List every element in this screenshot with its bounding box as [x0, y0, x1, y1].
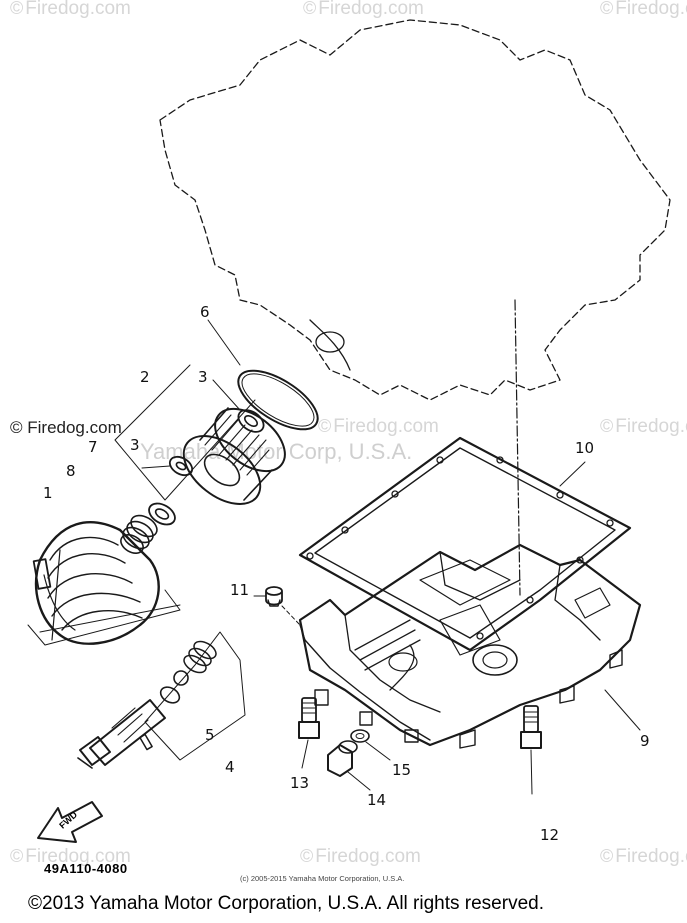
part-number: 49A110-4080: [44, 861, 128, 876]
union-bolt: [77, 699, 166, 769]
copyright-notice: ©2013 Yamaha Motor Corporation, U.S.A. A…: [28, 893, 544, 914]
callout-14: 14: [367, 791, 387, 809]
o-ring-5: [159, 686, 181, 704]
fwd-arrow: [37, 801, 103, 843]
callout-5: 5: [205, 726, 215, 744]
callout-2: 2: [140, 368, 150, 386]
callout-3-lower: 3: [130, 436, 140, 454]
watermark-middle-center: ©Firedog.com: [318, 416, 439, 437]
filter-cover: [32, 521, 160, 645]
callout-13: 13: [290, 774, 310, 792]
washer-7: [148, 502, 176, 526]
callout-8: 8: [66, 462, 76, 480]
small-copyright: (c) 2005-2015 Yamaha Motor Corporation, …: [240, 874, 405, 883]
watermark-bottom-right: ©Firedog.com: [600, 846, 687, 867]
callout-10: 10: [575, 439, 595, 457]
callout-3-upper: 3: [198, 368, 208, 386]
watermark-top-left: ©Firedog.com: [10, 0, 131, 19]
drain-plug: [327, 740, 358, 777]
watermark-middle-right: ©Firedog.com: [600, 416, 687, 437]
callout-4: 4: [225, 758, 235, 776]
callout-11: 11: [230, 581, 250, 599]
o-ring-6: [237, 369, 319, 431]
watermark-bottom-center: ©Firedog.com: [300, 846, 421, 867]
callout-6: 6: [200, 303, 210, 321]
oil-pan-gasket: [298, 436, 632, 652]
callout-12: 12: [540, 826, 560, 844]
gasket-15: [350, 729, 370, 743]
watermark-top-right: ©Firedog.com: [600, 0, 687, 19]
firedog-overlay-label: © Firedog.com: [10, 418, 122, 437]
relief-spring: [183, 640, 217, 674]
oil-filter-element: [182, 407, 286, 505]
engine-outline: [159, 19, 671, 401]
ball: [173, 670, 189, 686]
plug-11: [265, 586, 283, 607]
washer-3-lower: [168, 455, 194, 477]
callout-7: 7: [88, 438, 98, 456]
spring-8: [120, 514, 158, 554]
bolt-13: [298, 697, 320, 739]
callout-1: 1: [43, 484, 53, 502]
watermark-bottom-left: ©Firedog.com: [10, 846, 131, 867]
washer-3-upper: [237, 409, 265, 433]
oil-pan: [298, 543, 642, 749]
callout-15: 15: [392, 761, 412, 779]
bolt-12: [520, 705, 542, 749]
callout-9: 9: [640, 732, 650, 750]
watermark-top-center: ©Firedog.com: [303, 0, 424, 19]
